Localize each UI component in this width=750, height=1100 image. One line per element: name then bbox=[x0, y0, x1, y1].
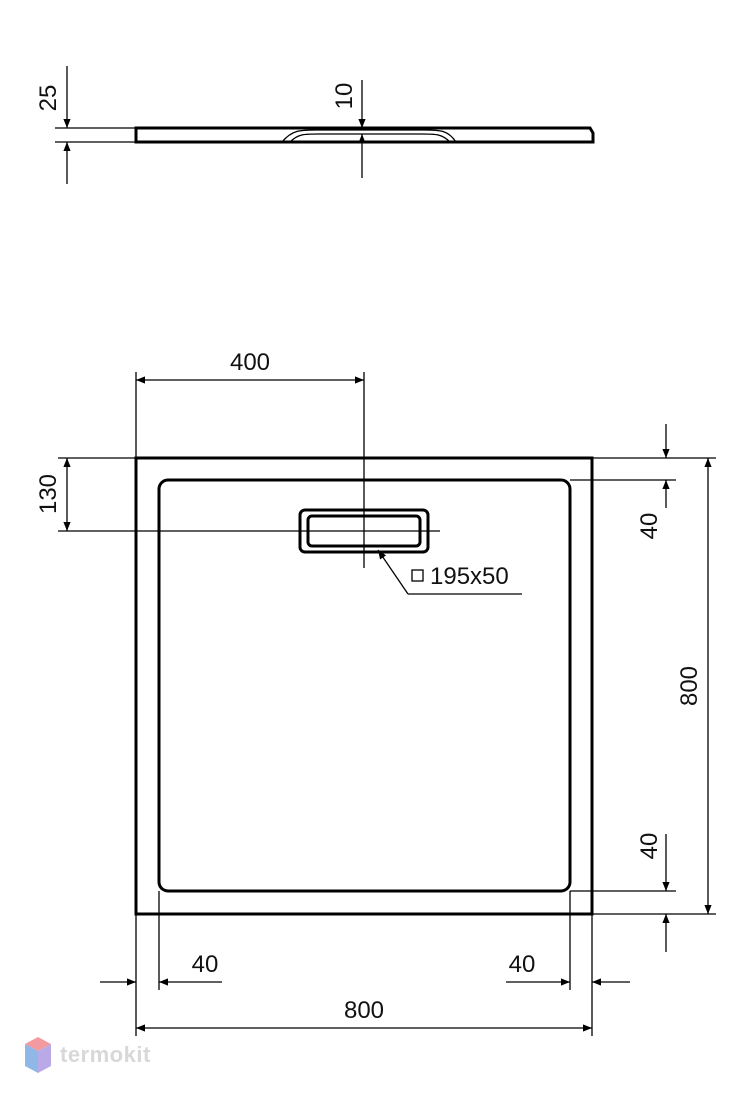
dim-width-label: 800 bbox=[344, 997, 384, 1024]
termokit-logo-icon bbox=[25, 1037, 51, 1073]
watermark-text: termokit bbox=[60, 1042, 151, 1067]
dim-thickness-label: 25 bbox=[35, 85, 62, 112]
dim-rim-left-label: 40 bbox=[192, 951, 219, 978]
side-drain-recess bbox=[281, 129, 457, 143]
dim-rim-top: 40 bbox=[570, 424, 716, 539]
dim-drain-offset-x-label: 400 bbox=[230, 349, 270, 376]
side-profile bbox=[134, 126, 595, 144]
dim-drain-offset-x: 400 bbox=[135, 349, 365, 568]
dim-rim-right: 40 bbox=[506, 891, 630, 1036]
dim-drain-offset-y-label: 130 bbox=[35, 474, 62, 514]
dim-drain-depth: 10 bbox=[331, 80, 366, 178]
dim-drain-size: 195x50 bbox=[377, 549, 522, 595]
square-symbol-icon bbox=[411, 569, 424, 582]
dim-depth: 800 bbox=[592, 458, 716, 915]
dim-thickness: 25 bbox=[35, 66, 136, 184]
dim-rim-bottom-label: 40 bbox=[636, 833, 663, 860]
top-view: 400 130 195x50 40 800 bbox=[35, 349, 716, 1036]
dim-drain-offset-y: 130 bbox=[35, 457, 440, 532]
side-view: 25 10 bbox=[35, 66, 595, 184]
dim-drain-size-label: 195x50 bbox=[430, 563, 509, 590]
dim-rim-bottom: 40 bbox=[570, 833, 676, 952]
dim-rim-right-label: 40 bbox=[509, 951, 536, 978]
watermark: termokit bbox=[25, 1037, 151, 1073]
dim-depth-label: 800 bbox=[676, 666, 703, 706]
dim-rim-top-label: 40 bbox=[636, 513, 663, 540]
dim-width: 800 bbox=[136, 997, 592, 1032]
dim-rim-left: 40 bbox=[100, 891, 222, 1036]
dim-drain-depth-label: 10 bbox=[331, 83, 358, 110]
side-drain-inner bbox=[289, 133, 451, 143]
